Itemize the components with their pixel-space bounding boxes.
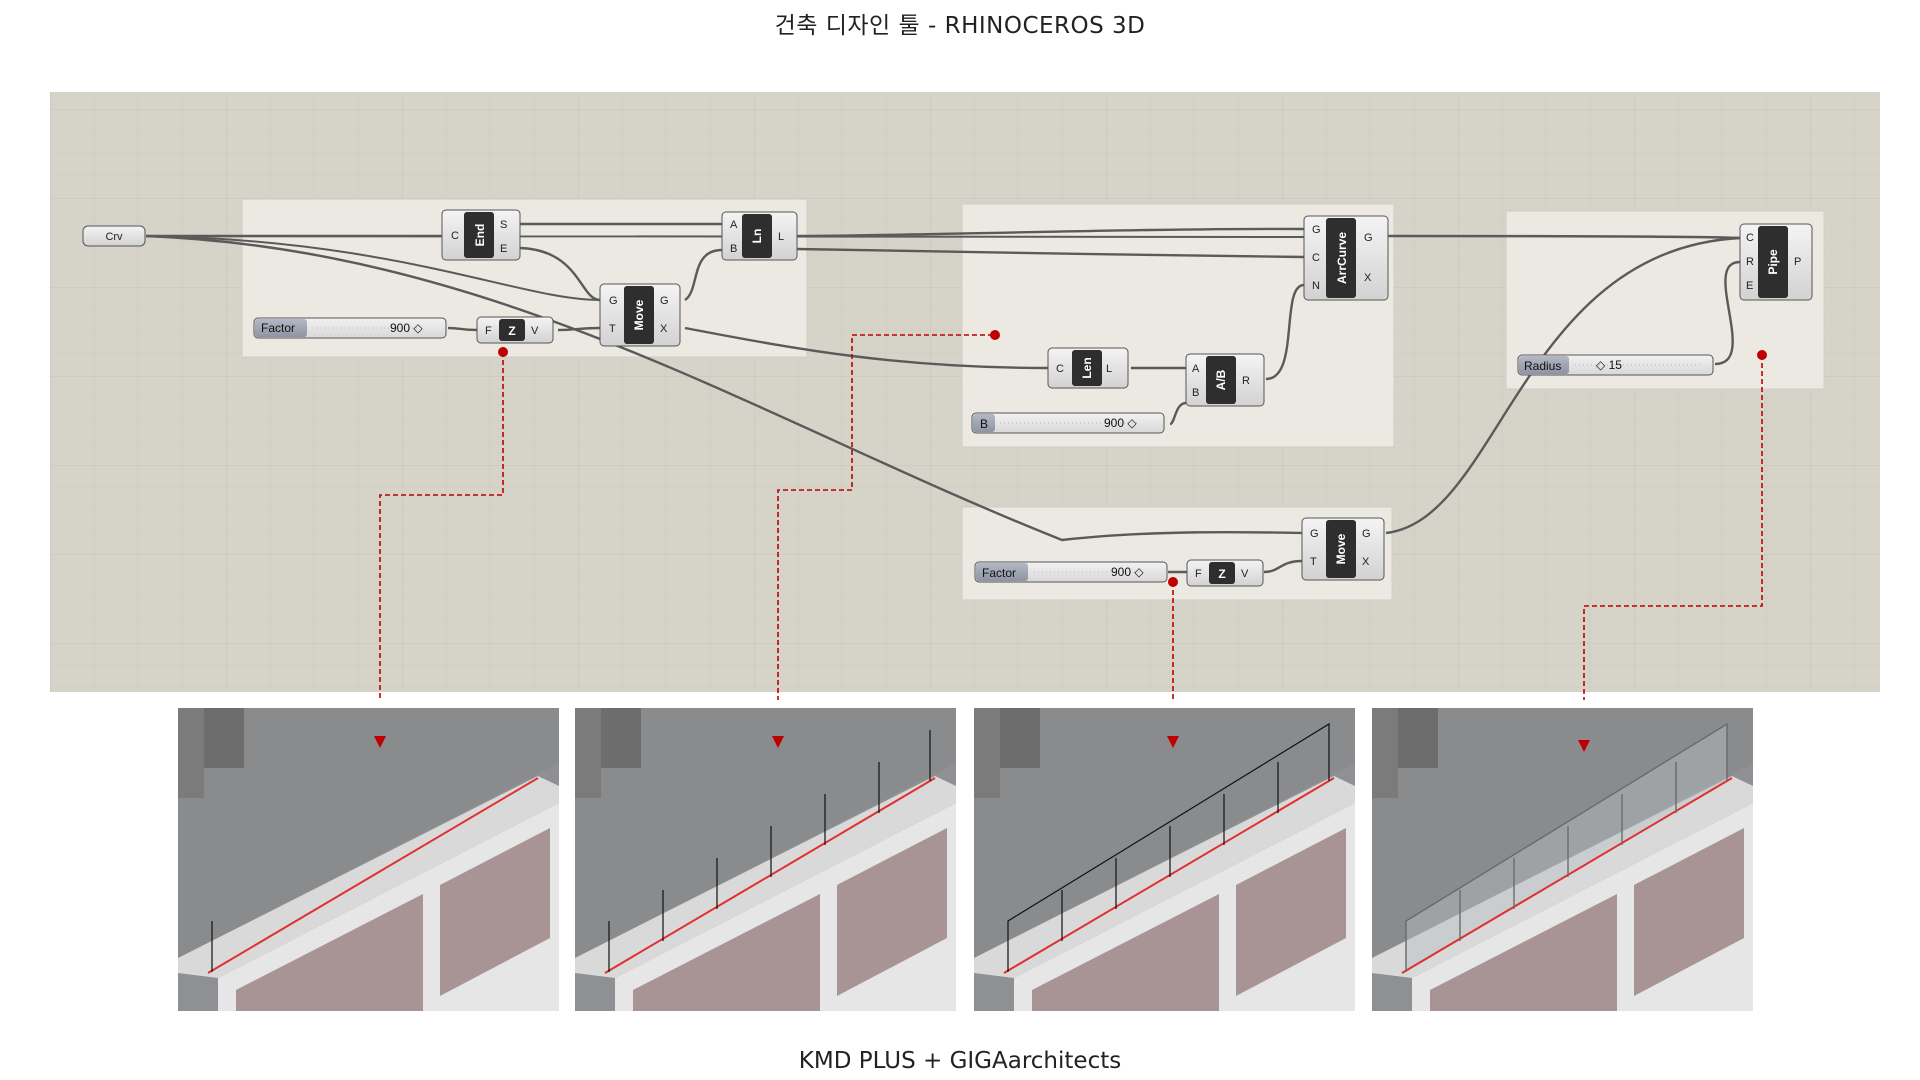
b-slider[interactable]: B 900 ◇: [971, 412, 1165, 434]
svg-text:X: X: [660, 323, 668, 335]
length-component[interactable]: Len C L: [1047, 347, 1129, 389]
svg-text:V: V: [531, 325, 539, 337]
svg-text:X: X: [1362, 556, 1370, 568]
svg-text:G: G: [1362, 528, 1371, 540]
unit-z-component-1[interactable]: Z F V: [476, 316, 554, 344]
svg-text:End: End: [473, 224, 487, 247]
svg-text:S: S: [500, 219, 507, 231]
svg-text:G: G: [609, 295, 618, 307]
svg-text:X: X: [1364, 272, 1372, 284]
footer-credit: KMD PLUS + GIGAarchitects: [798, 1048, 1122, 1074]
svg-text:A: A: [730, 219, 738, 231]
svg-text:Move: Move: [632, 299, 646, 330]
svg-text:900 ◇: 900 ◇: [1111, 565, 1144, 579]
svg-text:Len: Len: [1080, 357, 1094, 378]
svg-text:Factor: Factor: [982, 566, 1016, 580]
svg-text:N: N: [1312, 280, 1320, 292]
page-title: 건축 디자인 툴 - RHINOCEROS 3D: [774, 13, 1146, 39]
svg-text:B: B: [1192, 387, 1199, 399]
line-component[interactable]: Ln A B L: [721, 211, 798, 261]
svg-text:F: F: [485, 325, 492, 337]
svg-text:Move: Move: [1334, 533, 1348, 564]
svg-text:R: R: [1242, 375, 1250, 387]
move-component-2[interactable]: Move G T G X: [1301, 517, 1385, 581]
grasshopper-canvas[interactable]: Crv End C S E Ln A B L Move G T G X Fact…: [0, 0, 1920, 700]
svg-text:Crv: Crv: [105, 231, 123, 243]
move-component-1[interactable]: Move G T G X: [599, 283, 681, 347]
svg-text:L: L: [1106, 363, 1112, 375]
pipe-component[interactable]: Pipe C R E P: [1739, 223, 1813, 301]
svg-text:900 ◇: 900 ◇: [390, 321, 423, 335]
svg-text:T: T: [609, 323, 616, 335]
svg-text:T: T: [1310, 556, 1317, 568]
svg-text:B: B: [980, 417, 988, 431]
division-component[interactable]: A/B A B R: [1185, 353, 1265, 407]
svg-text:A/B: A/B: [1214, 369, 1228, 390]
annotation-dots: [498, 330, 1767, 587]
svg-text:C: C: [451, 230, 459, 242]
svg-text:G: G: [1364, 232, 1373, 244]
render-stage-4: [1372, 708, 1753, 1011]
svg-text:Z: Z: [1218, 567, 1225, 581]
svg-text:900 ◇: 900 ◇: [1104, 416, 1137, 430]
svg-text:C: C: [1746, 232, 1754, 244]
unit-z-component-2[interactable]: Z F V: [1186, 559, 1264, 587]
svg-text:A: A: [1192, 363, 1200, 375]
render-stage-3: [974, 708, 1355, 1011]
factor-slider-2[interactable]: Factor 900 ◇: [974, 561, 1168, 583]
factor-slider-1[interactable]: Factor 900 ◇: [253, 317, 447, 339]
svg-text:Pipe: Pipe: [1766, 249, 1780, 275]
svg-text:Z: Z: [508, 324, 515, 338]
svg-text:Ln: Ln: [750, 229, 764, 244]
svg-text:G: G: [660, 295, 669, 307]
annotation-leaders: [379, 334, 1763, 700]
svg-text:E: E: [1746, 280, 1753, 292]
svg-text:C: C: [1056, 363, 1064, 375]
svg-text:Radius: Radius: [1524, 359, 1561, 373]
svg-text:B: B: [730, 243, 737, 255]
svg-text:ArrCurve: ArrCurve: [1335, 232, 1349, 284]
svg-text:P: P: [1794, 256, 1801, 268]
svg-text:G: G: [1310, 528, 1319, 540]
svg-text:◇ 15: ◇ 15: [1596, 358, 1622, 372]
svg-text:E: E: [500, 243, 507, 255]
svg-text:C: C: [1312, 252, 1320, 264]
svg-text:F: F: [1195, 568, 1202, 580]
svg-text:V: V: [1241, 568, 1249, 580]
svg-text:R: R: [1746, 256, 1754, 268]
radius-slider[interactable]: Radius ◇ 15: [1517, 354, 1714, 376]
render-strip: [178, 708, 1754, 1011]
render-stage-1: [178, 708, 559, 1011]
svg-text:Factor: Factor: [261, 321, 295, 335]
svg-text:G: G: [1312, 224, 1321, 236]
svg-text:L: L: [778, 231, 784, 243]
render-stage-2: [575, 708, 956, 1011]
crv-param[interactable]: Crv: [82, 225, 146, 247]
arccurve-component[interactable]: ArrCurve G C N G X: [1303, 215, 1389, 301]
end-points-component[interactable]: End C S E: [441, 209, 521, 261]
